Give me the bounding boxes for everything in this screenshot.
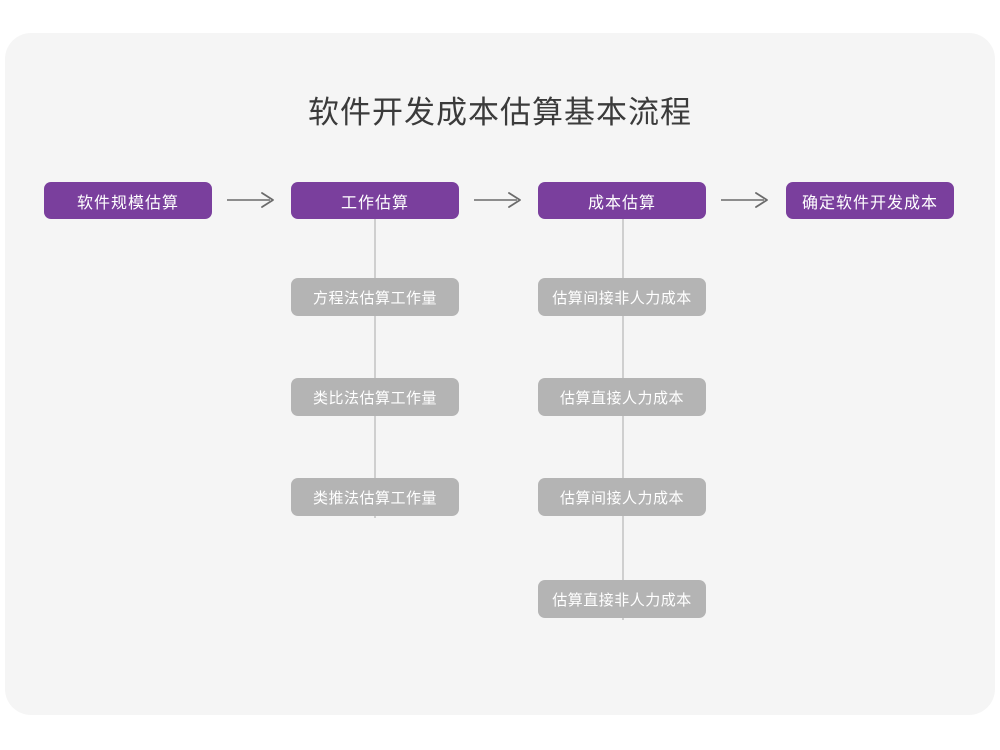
node-stage-2-sub-1-label: 方程法估算工作量 bbox=[312, 289, 437, 307]
node-stage-1-label: 软件规模估算 bbox=[76, 194, 179, 212]
node-stage-3-sub-1-label: 估算间接非人力成本 bbox=[552, 289, 692, 307]
node-stage-3-sub-2[interactable]: 估算直接人力成本 bbox=[538, 378, 706, 416]
node-stage-3-sub-4-label: 估算直接非人力成本 bbox=[552, 591, 692, 609]
page-title: 软件开发成本估算基本流程 bbox=[308, 95, 692, 130]
node-stage-2[interactable]: 工作估算 bbox=[291, 182, 459, 219]
arrow-stage-3-to-stage-4 bbox=[720, 189, 772, 211]
node-stage-3-sub-3[interactable]: 估算间接人力成本 bbox=[538, 478, 706, 516]
node-stage-2-sub-1[interactable]: 方程法估算工作量 bbox=[291, 278, 459, 316]
vertical-connector-stage-2 bbox=[374, 218, 376, 518]
node-stage-1[interactable]: 软件规模估算 bbox=[44, 182, 212, 219]
node-stage-3-sub-2-label: 估算直接人力成本 bbox=[559, 389, 684, 407]
node-stage-2-sub-2-label: 类比法估算工作量 bbox=[312, 389, 437, 407]
node-stage-2-label: 工作估算 bbox=[340, 194, 409, 212]
node-stage-3-label: 成本估算 bbox=[587, 194, 656, 212]
diagram-card bbox=[5, 33, 995, 715]
arrow-stage-1-to-stage-2 bbox=[226, 189, 278, 211]
node-stage-3-sub-3-label: 估算间接人力成本 bbox=[559, 489, 684, 507]
node-stage-4-label: 确定软件开发成本 bbox=[801, 194, 938, 212]
arrow-stage-2-to-stage-3 bbox=[473, 189, 525, 211]
node-stage-3-sub-1[interactable]: 估算间接非人力成本 bbox=[538, 278, 706, 316]
node-stage-3[interactable]: 成本估算 bbox=[538, 182, 706, 219]
node-stage-4[interactable]: 确定软件开发成本 bbox=[786, 182, 954, 219]
vertical-connector-stage-3 bbox=[622, 218, 624, 620]
node-stage-3-sub-4[interactable]: 估算直接非人力成本 bbox=[538, 580, 706, 618]
node-stage-2-sub-3[interactable]: 类推法估算工作量 bbox=[291, 478, 459, 516]
node-stage-2-sub-3-label: 类推法估算工作量 bbox=[312, 489, 437, 507]
node-stage-2-sub-2[interactable]: 类比法估算工作量 bbox=[291, 378, 459, 416]
